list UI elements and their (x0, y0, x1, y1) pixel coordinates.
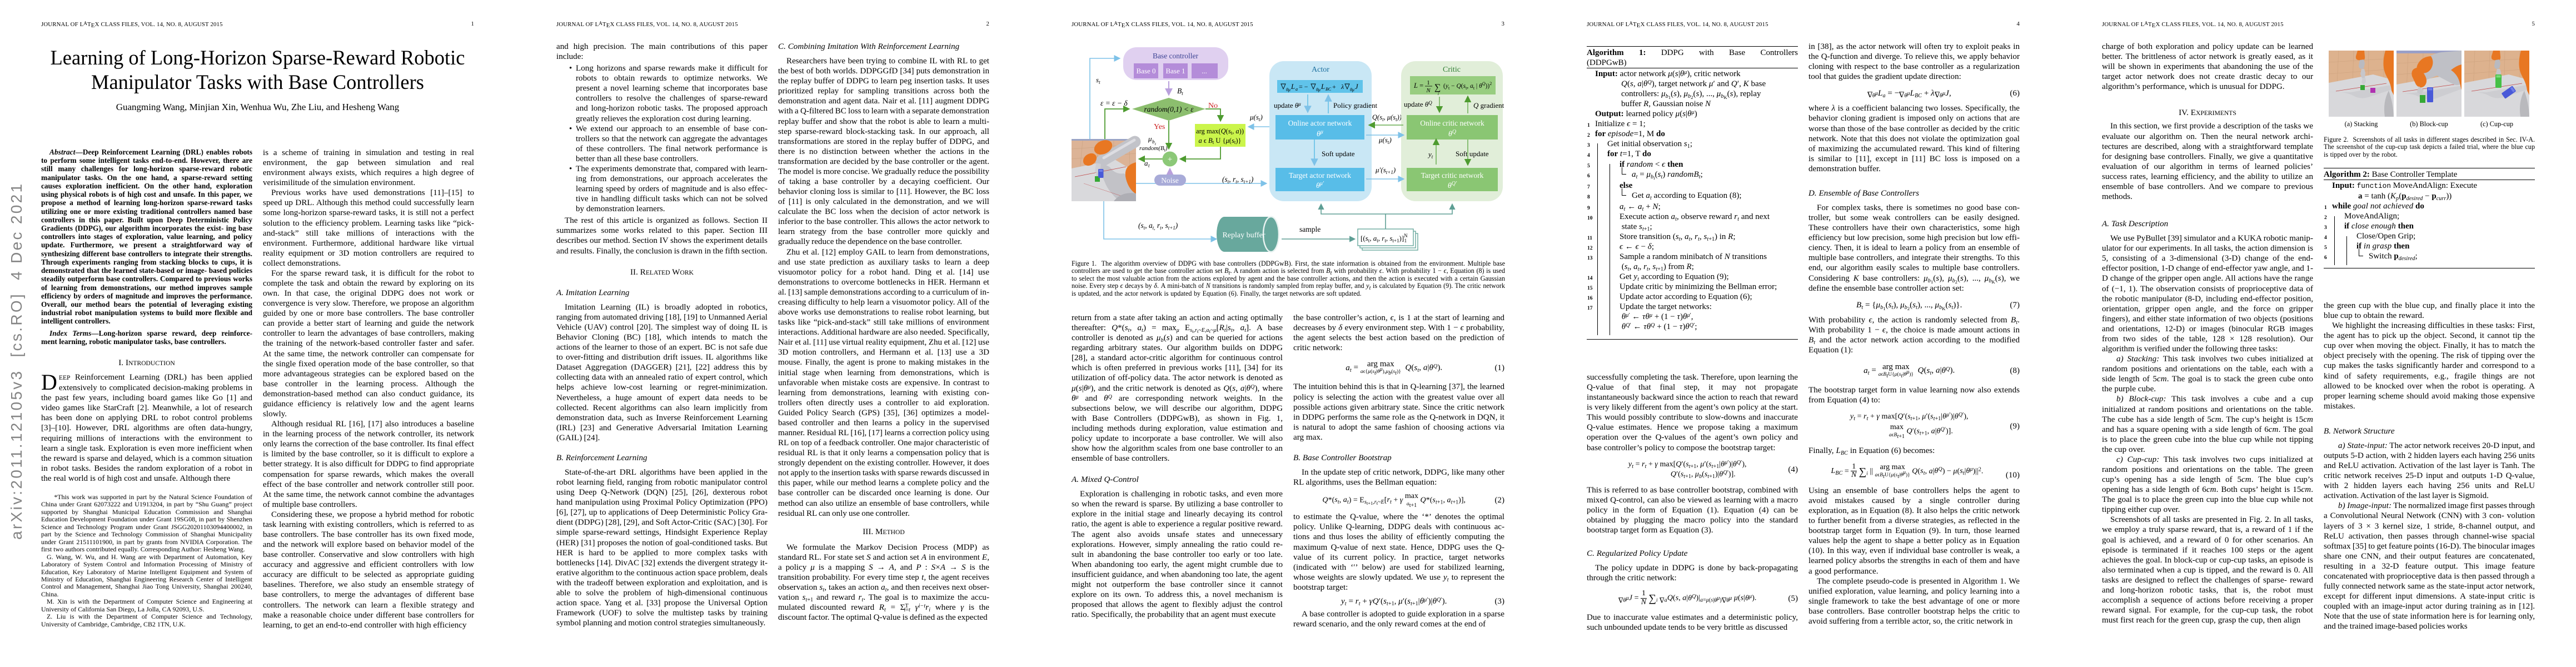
svg-text:Online critic network: Online critic network (1420, 119, 1484, 127)
svg-text:Soft update: Soft update (1456, 150, 1489, 158)
svg-text:μ: μ (1148, 135, 1152, 143)
svg-text:μ′(st+1): μ′(st+1) (1375, 166, 1396, 175)
svg-text:μ(st): μ(st) (1378, 136, 1392, 145)
svg-text:Critic: Critic (1443, 66, 1461, 74)
svg-text:(st, at, rt, st+1): (st, at, rt, st+1) (1138, 221, 1178, 231)
svg-text:i: i (1438, 92, 1439, 96)
svg-text:Replay buffer: Replay buffer (1222, 231, 1265, 240)
svg-text:+: + (1168, 155, 1172, 164)
svg-text:L: L (1321, 83, 1325, 91)
svg-text:sample: sample (1299, 225, 1321, 233)
svg-text:θμ: θμ (1316, 87, 1321, 92)
svg-text:random(Bt): random(Bt) (1139, 145, 1168, 153)
svg-text:a: a (1296, 87, 1298, 92)
svg-text:...: ... (1202, 67, 1207, 75)
svg-text:= −: = − (1299, 83, 1308, 91)
svg-text:t: t (1155, 142, 1157, 146)
svg-text:Target actor network: Target actor network (1289, 171, 1351, 180)
svg-text:∑: ∑ (1434, 83, 1441, 92)
svg-text:update θμ: update θμ (1274, 101, 1301, 109)
svg-text:Policy gradient: Policy gradient (1333, 101, 1377, 109)
svg-text:arg max(Q(st, a)): arg max(Q(st, a)) (1196, 127, 1244, 136)
svg-text:1: 1 (1427, 79, 1430, 86)
svg-text:λ: λ (1341, 83, 1344, 91)
svg-text:Target critic network: Target critic network (1421, 171, 1484, 180)
svg-text:st: st (1096, 76, 1100, 85)
svg-text:θμ: θμ (1317, 129, 1323, 138)
svg-text:b: b (1152, 139, 1155, 145)
svg-text:Actor: Actor (1312, 66, 1329, 74)
svg-text:update θQ: update θQ (1404, 100, 1432, 108)
svg-text:(yt − Q(st, at | θQ))2: (yt − Q(st, at | θQ))2 (1443, 81, 1492, 91)
svg-text:Yes: Yes (1154, 123, 1165, 131)
svg-text:θμ: θμ (1286, 87, 1291, 92)
svg-text:(st, rt, st+1): (st, rt, st+1) (1222, 175, 1254, 185)
svg-text:L: L (1291, 83, 1295, 91)
svg-text:J: J (1355, 83, 1359, 91)
svg-text:No: No (1208, 102, 1218, 110)
svg-text:[(st, at, rt, st+1)]N1: [(st, at, rt, st+1)]N1 (1361, 233, 1408, 243)
svg-text:Base 1: Base 1 (1165, 67, 1185, 75)
svg-text:μ(st): μ(st) (1249, 113, 1263, 122)
svg-text:L =: L = (1413, 82, 1423, 89)
svg-text:Online actor network: Online actor network (1288, 119, 1352, 127)
svg-text:a ϵ Bt U {μ(st)}: a ϵ Bt U {μ(st)} (1198, 137, 1241, 145)
svg-text:t: t (1148, 163, 1150, 168)
svg-text:a: a (1144, 159, 1148, 167)
svg-text:yt: yt (1427, 150, 1433, 160)
svg-text:Base 0: Base 0 (1136, 67, 1155, 75)
svg-text:θμ: θμ (1350, 87, 1354, 92)
svg-text:Q gradient: Q gradient (1473, 101, 1504, 109)
svg-text:random(0,1) < ε: random(0,1) < ε (1144, 105, 1194, 113)
svg-text:N: N (1426, 87, 1431, 94)
svg-text:Soft update: Soft update (1322, 150, 1355, 158)
svg-text:BC: BC (1326, 87, 1332, 92)
svg-text:Bt: Bt (1177, 87, 1183, 96)
svg-text:Q(st, μ(st)): Q(st, μ(st)) (1372, 113, 1402, 122)
svg-text:ε = ε − δ: ε = ε − δ (1100, 99, 1128, 107)
svg-text:Base controller: Base controller (1153, 52, 1199, 60)
svg-text:Noise: Noise (1161, 176, 1179, 185)
svg-text:+: + (1332, 83, 1336, 91)
